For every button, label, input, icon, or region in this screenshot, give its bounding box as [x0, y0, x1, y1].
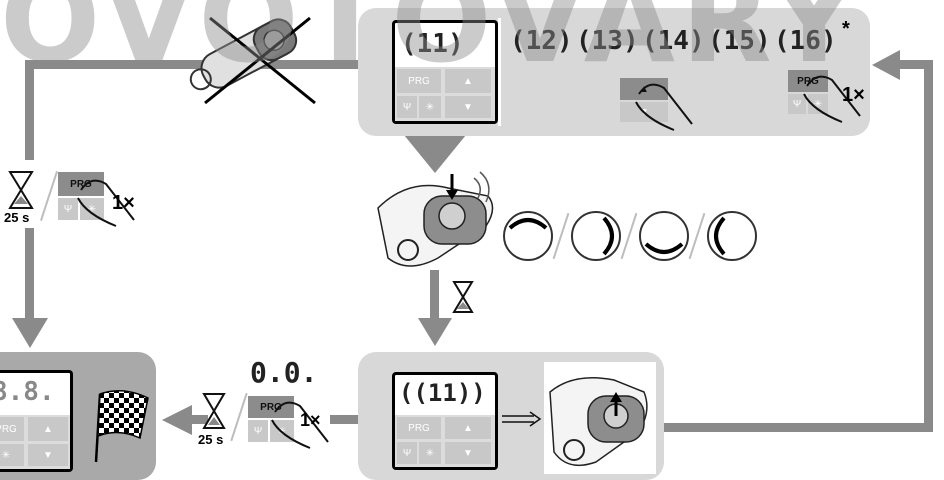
- bluetooth-key-faded[interactable]: ✳: [808, 94, 828, 114]
- left-press-count: 1×: [112, 192, 135, 214]
- hourglass-icon: [8, 171, 34, 209]
- hourglass-icon: [452, 281, 474, 313]
- bottom-display-code: 0.0.: [250, 356, 318, 389]
- flow-line-bottom-left: [190, 415, 208, 424]
- finger-icon: [635, 83, 693, 131]
- top-display-code: (11): [401, 29, 464, 59]
- arrowhead-left-down: [12, 318, 48, 348]
- bottom-timeout: 25 s: [198, 432, 224, 447]
- sequence-code-1: (12): [510, 26, 573, 56]
- divider-slash: [230, 392, 248, 442]
- learn-antenna-key[interactable]: Ψ: [397, 442, 417, 464]
- flow-line-left: [25, 60, 34, 160]
- learn-display: ((11)) PRG ▲ Ψ ✳ ▼: [392, 372, 498, 470]
- sequence-code-3: (14): [642, 26, 705, 56]
- bluetooth-key[interactable]: ✳: [419, 96, 441, 118]
- arrowhead-bottom-left: [162, 405, 192, 435]
- final-up-key[interactable]: ▲: [28, 417, 68, 441]
- learn-up-key[interactable]: ▲: [445, 417, 491, 439]
- arrowhead-top-panel-down: [404, 135, 466, 173]
- direction-button-down-icon: [639, 211, 689, 261]
- divider-slash: [688, 212, 706, 260]
- final-display: 8.8. PRG ▲ ✳ ▼: [0, 370, 73, 472]
- left-keypad: PRG Ψ ✳: [58, 172, 128, 224]
- divider-slash: [620, 212, 638, 260]
- finger-icon: [77, 179, 135, 227]
- final-keypad: PRG ▲ ✳ ▼: [0, 415, 70, 469]
- left-timeout: 25 s: [4, 210, 30, 225]
- crossed-remote-icon: [189, 16, 316, 105]
- arrowhead-right-left: [872, 50, 900, 80]
- direction-button-left-icon: [707, 211, 757, 261]
- flow-line-left-lower: [25, 228, 34, 318]
- top-press-count: 1×: [842, 84, 865, 106]
- sequence-code-2: (13): [576, 26, 639, 56]
- prg-key[interactable]: PRG: [397, 69, 441, 93]
- divider-slash: [40, 170, 58, 222]
- top-panel: (11) PRG ▲ Ψ ✳ ▼ (12) (13) (14) (15) (16…: [358, 8, 870, 136]
- direction-button-up-icon: [503, 211, 553, 261]
- flow-line-right-vertical: [924, 60, 933, 432]
- bottom-antenna-key[interactable]: Ψ: [248, 420, 268, 442]
- left-antenna-key[interactable]: Ψ: [58, 198, 78, 220]
- flow-line-top: [25, 60, 362, 69]
- hourglass-icon: [202, 393, 226, 429]
- antenna-key-faded[interactable]: Ψ: [788, 94, 806, 114]
- flow-line-bottom-left-2: [330, 415, 358, 424]
- learn-bluetooth-key[interactable]: ✳: [419, 442, 441, 464]
- learn-prg-key[interactable]: PRG: [397, 417, 441, 439]
- final-display-code: 8.8.: [0, 377, 55, 407]
- sequence-code-4: (15): [708, 26, 771, 56]
- up-key[interactable]: ▲: [445, 69, 491, 93]
- prg-key-press: PRG Ψ ✳: [788, 70, 848, 120]
- remote-hand-icon: [544, 362, 656, 474]
- learn-down-key[interactable]: ▼: [445, 442, 491, 464]
- final-down-key[interactable]: ▼: [28, 444, 68, 466]
- learn-display-code: ((11)): [399, 379, 486, 407]
- antenna-key[interactable]: Ψ: [397, 96, 417, 118]
- footnote-mark: *: [842, 18, 850, 40]
- learn-keypad: PRG ▲ Ψ ✳ ▼: [395, 415, 495, 467]
- top-display: (11) PRG ▲ Ψ ✳ ▼: [392, 20, 498, 124]
- sequence-code-5: (16): [774, 26, 837, 56]
- learn-panel: ((11)) PRG ▲ Ψ ✳ ▼: [358, 352, 664, 480]
- double-arrow-right-icon: [502, 411, 542, 427]
- finger-icon: [271, 401, 329, 449]
- down-key[interactable]: ▼: [445, 96, 491, 118]
- direction-button-right-icon: [571, 211, 621, 261]
- top-keypad: PRG ▲ Ψ ✳ ▼: [395, 67, 495, 121]
- flow-line-right-top: [895, 60, 933, 69]
- prg-key-pressed[interactable]: PRG: [788, 70, 828, 92]
- bottom-prg-key[interactable]: PRG: [248, 396, 294, 418]
- finger-icon: [803, 75, 861, 123]
- panel-divider: [498, 18, 501, 126]
- left-bluetooth-key[interactable]: ✳: [80, 198, 104, 220]
- divider-slash: [552, 212, 570, 260]
- checkered-flag-icon: [94, 390, 149, 463]
- bottom-press-count: 1×: [300, 410, 321, 430]
- flow-line-bottom-right: [664, 423, 933, 432]
- left-prg-key[interactable]: PRG: [58, 172, 104, 196]
- flow-line-center-down: [430, 270, 439, 320]
- final-bluetooth-key[interactable]: ✳: [0, 444, 24, 466]
- final-panel: 8.8. PRG ▲ ✳ ▼: [0, 352, 156, 480]
- arrowhead-center-down: [418, 318, 452, 346]
- final-prg-key[interactable]: PRG: [0, 417, 24, 441]
- remote-hand-icon: [377, 171, 494, 267]
